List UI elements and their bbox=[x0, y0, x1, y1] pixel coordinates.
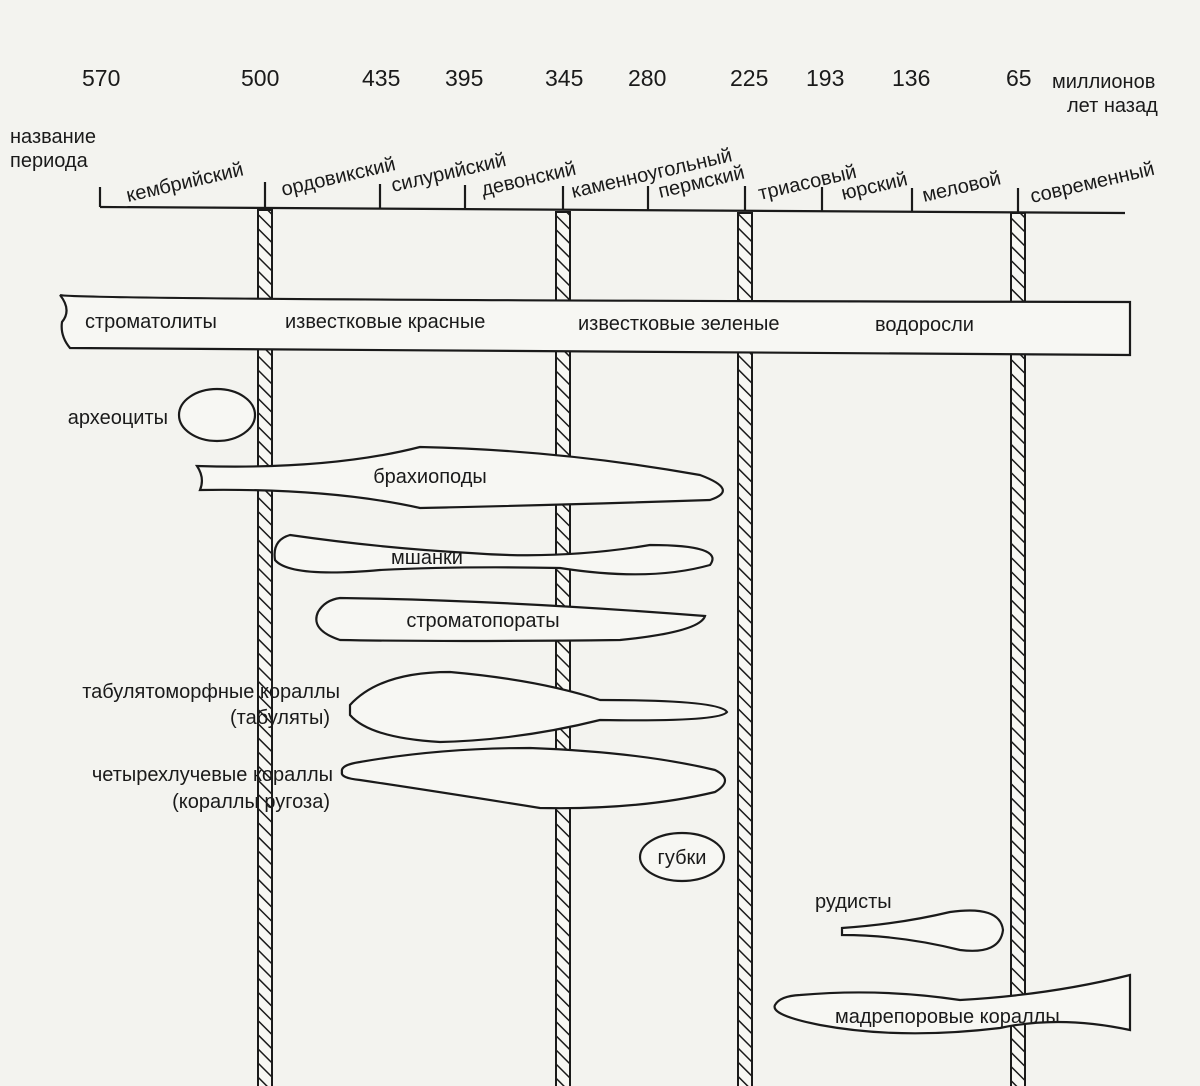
period-label: кембрийский bbox=[124, 159, 246, 207]
age-label: 435 bbox=[362, 65, 400, 91]
tabulate-corals-range bbox=[348, 670, 729, 744]
scleractinian-corals-range bbox=[773, 973, 1132, 1035]
extinction-boundaries bbox=[257, 209, 1026, 1086]
brachiopods-range bbox=[194, 445, 724, 510]
age-label: 500 bbox=[241, 65, 279, 91]
algae-label: водоросли bbox=[875, 314, 974, 336]
unit-label: миллионов bbox=[1052, 71, 1155, 93]
boundary-bar-500 bbox=[257, 209, 273, 1086]
algae-label: известковые красные bbox=[285, 311, 485, 333]
archaeocyatha-range bbox=[177, 387, 257, 443]
algae-band: строматолиты известковые красные известк… bbox=[59, 293, 1132, 357]
rugose-corals-label: четырехлучевые кораллы bbox=[92, 764, 333, 786]
rugose-corals-label: (кораллы ругоза) bbox=[172, 791, 330, 813]
age-label: 395 bbox=[445, 65, 483, 91]
age-labels: 570 500 435 395 345 280 225 193 136 65 м… bbox=[82, 65, 1158, 117]
rudists-label: рудисты bbox=[815, 891, 892, 913]
age-label: 280 bbox=[628, 65, 666, 91]
period-caption: периода bbox=[10, 150, 89, 172]
tabulate-corals-label: (табуляты) bbox=[230, 707, 330, 729]
stromatoporoids-label: строматопораты bbox=[406, 610, 559, 632]
age-label: 193 bbox=[806, 65, 844, 91]
period-labels: кембрийский ордовикский силурийский дево… bbox=[124, 144, 1156, 207]
unit-label: лет назад bbox=[1067, 95, 1158, 117]
period-label: меловой bbox=[920, 167, 1003, 206]
sponges-label: губки bbox=[658, 847, 707, 869]
age-label: 570 bbox=[82, 65, 120, 91]
rugose-corals-range bbox=[340, 746, 727, 810]
age-label: 345 bbox=[545, 65, 583, 91]
sponges-range bbox=[638, 831, 726, 883]
scleractinian-corals-label: мадрепоровые кораллы bbox=[835, 1006, 1060, 1028]
boundary-bar-225 bbox=[737, 212, 753, 1086]
period-axis bbox=[98, 182, 1126, 215]
tabulate-corals-label: табулятоморфные кораллы bbox=[82, 681, 340, 703]
age-label: 136 bbox=[892, 65, 930, 91]
bryozoa-range bbox=[273, 533, 714, 576]
rudists-range bbox=[840, 909, 1005, 952]
age-label: 225 bbox=[730, 65, 768, 91]
boundary-bar-345 bbox=[555, 211, 571, 1086]
boundary-bar-65 bbox=[1010, 212, 1026, 1086]
period-caption: название bbox=[10, 126, 96, 148]
period-label: современный bbox=[1028, 158, 1156, 208]
archaeocyatha-label: археоциты bbox=[68, 407, 168, 429]
bryozoa-label: мшанки bbox=[391, 547, 463, 569]
algae-label: строматолиты bbox=[85, 311, 217, 333]
brachiopods-label: брахиоподы bbox=[373, 466, 487, 488]
algae-label: известковые зеленые bbox=[578, 313, 780, 335]
age-label: 65 bbox=[1006, 65, 1032, 91]
stromatoporoids-range bbox=[315, 596, 707, 643]
